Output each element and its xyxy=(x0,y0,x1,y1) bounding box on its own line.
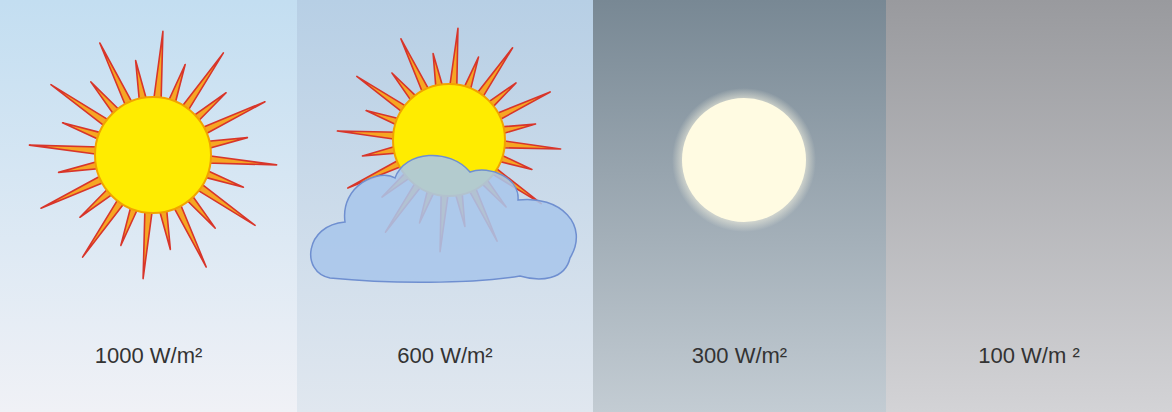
sun-ray xyxy=(200,102,265,136)
sun-glow xyxy=(672,88,816,232)
irradiance-band: 100 W/m ² xyxy=(886,0,1172,412)
sun-ray xyxy=(180,53,223,113)
sun-ray xyxy=(83,197,126,257)
sun-ray xyxy=(401,39,430,95)
sun-ray xyxy=(206,156,276,165)
dark-sky-ground xyxy=(886,0,1172,412)
sun-ray xyxy=(100,43,134,108)
irradiance-label: 1000 W/m² xyxy=(95,343,203,369)
sun-ray xyxy=(51,85,111,128)
sun-ray xyxy=(159,207,170,249)
sun-disc xyxy=(95,97,211,213)
cloud-symbol xyxy=(311,155,577,282)
sun-ray xyxy=(154,31,163,101)
irradiance-label: 100 W/m ² xyxy=(978,343,1079,369)
clear-sky-ground xyxy=(0,0,297,412)
sun-symbol xyxy=(29,31,276,278)
irradiance-label: 600 W/m² xyxy=(397,343,492,369)
sun-ray xyxy=(41,175,106,209)
irradiance-band: 1000 W/m² xyxy=(0,0,297,412)
sun-ray xyxy=(136,61,147,103)
overcast-ground xyxy=(593,0,886,412)
sun-ray xyxy=(500,141,560,149)
partly-cloudy-ground xyxy=(297,0,593,412)
sun-ray xyxy=(494,92,550,121)
sun-ray xyxy=(450,28,458,88)
sun-ray xyxy=(173,202,207,267)
sun-ray xyxy=(337,131,397,139)
irradiance-label: 300 W/m² xyxy=(692,343,787,369)
irradiance-band: 600 W/m² xyxy=(297,0,593,412)
sun-ray xyxy=(59,161,101,172)
irradiance-band: 300 W/m² xyxy=(593,0,886,412)
sun-ray xyxy=(29,145,99,154)
sun-ray xyxy=(195,182,255,225)
sun-ray xyxy=(205,138,247,149)
sun-ray xyxy=(143,208,152,278)
pale-sun-symbol xyxy=(682,98,806,222)
